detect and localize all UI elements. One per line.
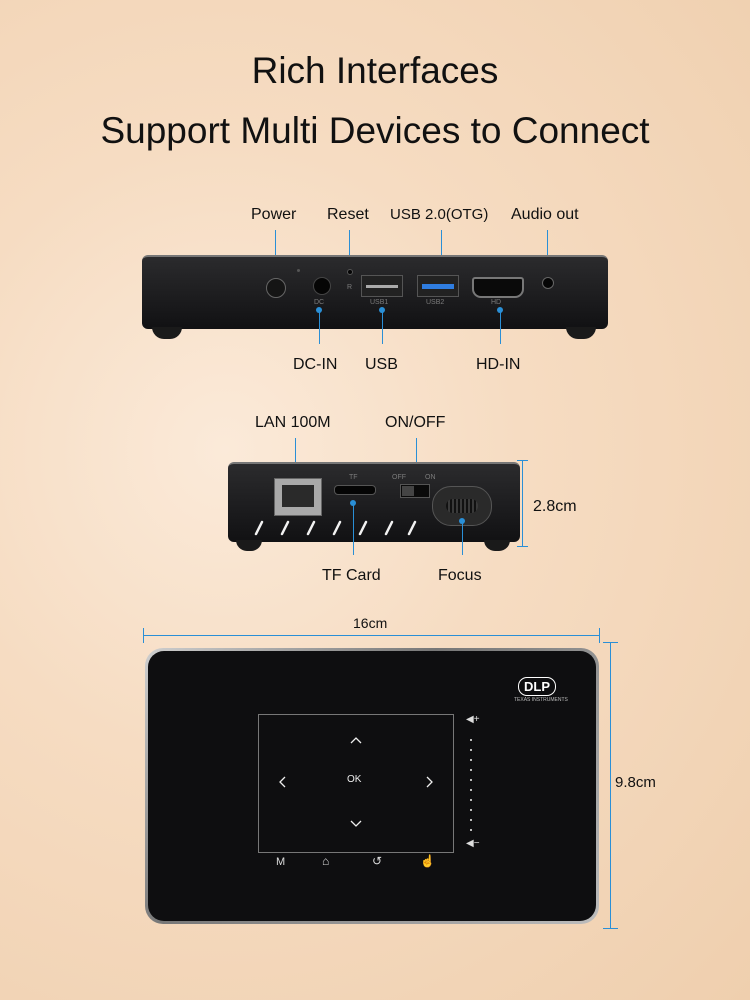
back-key-icon[interactable]: ↺: [372, 854, 383, 868]
usb-label: USB: [365, 356, 398, 373]
on-printed: ON: [425, 474, 436, 481]
ok-button[interactable]: OK: [347, 774, 362, 785]
volume-down-icon[interactable]: ◀−: [466, 838, 480, 849]
tf-slot-icon: [334, 485, 376, 495]
back-panel-view: Power Reset USB 2.0(OTG) Audio out DC R …: [0, 0, 750, 400]
up-arrow-icon: [350, 737, 362, 744]
reset-label: Reset: [327, 206, 369, 223]
hd-leader: [500, 310, 501, 344]
volume-up-icon[interactable]: ◀+: [466, 714, 480, 725]
dc-in-label: DC-IN: [293, 356, 338, 373]
usb-otg-label: USB 2.0(OTG): [390, 206, 489, 223]
title-line-2: Support Multi Devices to Connect: [100, 110, 650, 151]
side-foot-left: [236, 540, 262, 551]
top-view: 16cm 9.8cm DLP TEXAS INSTRUMENTS: [0, 600, 750, 1000]
power-label: Power: [251, 206, 297, 223]
on-off-switch-icon: [400, 484, 430, 498]
lan-leader: [295, 438, 296, 476]
lan-label: LAN 100M: [255, 414, 331, 431]
audio-out-label: Audio out: [511, 206, 579, 223]
home-key-icon[interactable]: ⌂: [322, 854, 330, 868]
dlp-logo-text: DLP: [518, 677, 556, 696]
right-arrow-icon: [426, 776, 433, 788]
side-foot-right: [484, 540, 510, 551]
on-off-leader: [416, 438, 417, 476]
usb-leader: [382, 310, 383, 344]
led-indicator: [297, 269, 300, 272]
top-device-surface: DLP TEXAS INSTRUMENTS OK ◀+ ◀−: [148, 651, 596, 921]
dc-printed: DC: [314, 299, 325, 306]
left-arrow-icon: [279, 776, 286, 788]
lan-port-icon: [274, 478, 322, 516]
power-button-icon: [266, 278, 286, 298]
tf-leader: [353, 503, 354, 555]
touchpad[interactable]: OK: [258, 714, 454, 853]
mouse-mode-key-icon[interactable]: ☝: [420, 854, 435, 868]
usb1-printed: USB1: [370, 299, 389, 306]
vent-slots: [250, 518, 420, 538]
hdmi-port-icon: [472, 277, 524, 298]
focus-leader: [462, 521, 463, 555]
focus-label: Focus: [438, 567, 482, 584]
down-arrow-icon: [350, 820, 362, 827]
dc-jack-icon: [313, 277, 331, 295]
on-off-label: ON/OFF: [385, 414, 446, 431]
r-printed: R: [347, 284, 353, 291]
width-dim-label: 16cm: [353, 615, 388, 631]
audio-leader: [547, 230, 548, 266]
back-foot-left: [152, 327, 182, 339]
dlp-logo: DLP TEXAS INSTRUMENTS: [514, 677, 568, 705]
volume-level-dots: [470, 739, 472, 831]
side-panel-device: TF OFF ON: [228, 462, 520, 542]
title-line-1: Rich Interfaces: [251, 50, 499, 91]
side-panel-view: LAN 100M ON/OFF TF OFF ON 2.8cm: [0, 400, 750, 600]
hd-in-label: HD-IN: [476, 356, 521, 373]
dlp-logo-sub: TEXAS INSTRUMENTS: [514, 697, 568, 703]
power-leader: [275, 230, 276, 266]
off-printed: OFF: [392, 474, 406, 481]
reset-leader: [349, 230, 350, 266]
height-dim-label: 2.8cm: [533, 498, 577, 515]
touchpad-arrows-svg: [279, 737, 433, 827]
depth-dim-label: 9.8cm: [615, 774, 656, 791]
usb-otg-leader: [441, 230, 442, 267]
depth-dim-line: [610, 642, 611, 928]
usb2-printed: USB2: [426, 299, 445, 306]
width-dim-line: [143, 635, 600, 636]
back-panel-device: DC R USB1 USB2 HD: [142, 255, 608, 329]
hd-printed: HD: [491, 299, 502, 306]
vent-slots-svg: [254, 520, 417, 536]
dc-leader: [319, 310, 320, 344]
reset-hole-icon: [347, 269, 353, 275]
usb1-port-icon: [361, 275, 403, 297]
menu-key[interactable]: M: [276, 856, 286, 868]
top-device-frame: DLP TEXAS INSTRUMENTS OK ◀+ ◀−: [145, 648, 599, 924]
back-foot-right: [566, 327, 596, 339]
height-dim-line: [522, 460, 523, 546]
tf-card-label: TF Card: [322, 567, 381, 584]
usb2-port-icon: [417, 275, 459, 297]
tf-printed: TF: [349, 474, 358, 481]
audio-jack-icon: [542, 277, 554, 289]
